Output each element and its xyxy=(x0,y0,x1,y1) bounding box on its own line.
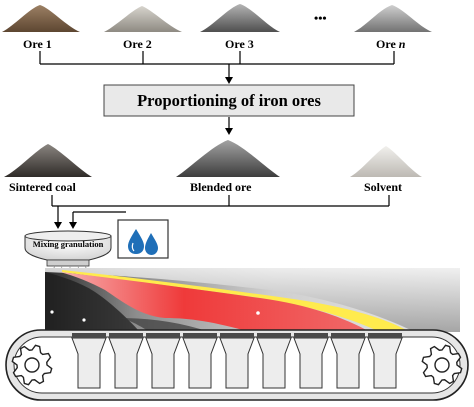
ore-n-label: Ore n xyxy=(376,37,406,51)
ore-pile-n xyxy=(354,5,432,32)
ore-2-label: Ore 2 xyxy=(123,37,152,51)
sintered-coal-label: Sintered coal xyxy=(9,180,76,194)
proportioning-box: Proportioning of iron ores xyxy=(103,84,355,117)
material-connector xyxy=(51,195,390,225)
proportioning-label: Proportioning of iron ores xyxy=(137,91,321,110)
arrow-materials-to-mixer xyxy=(54,222,62,229)
arrow-water-to-mixer xyxy=(69,222,77,229)
ore-connector xyxy=(39,51,395,80)
water-drops-icon xyxy=(128,229,158,255)
arrow-to-box xyxy=(225,77,233,84)
left-gear-icon xyxy=(11,344,53,386)
ore-ellipsis: ••• xyxy=(314,11,327,25)
right-gear-icon xyxy=(421,344,463,386)
arrow-to-blended xyxy=(225,128,233,135)
solvent-pile xyxy=(350,146,422,177)
water-box xyxy=(117,219,169,259)
solvent-label: Solvent xyxy=(364,180,402,194)
ore-3-label: Ore 3 xyxy=(225,37,254,51)
ore-1-label: Ore 1 xyxy=(23,37,52,51)
sintering-conveyor xyxy=(5,329,469,401)
sintered-coal-pile xyxy=(4,144,92,177)
blended-ore-pile xyxy=(176,140,280,177)
sinter-bed xyxy=(45,268,460,332)
ore-pile-1 xyxy=(2,5,80,32)
ore-pile-2 xyxy=(104,6,182,32)
grate-pallets xyxy=(71,333,403,389)
mixing-granulation-drum: Mixing granulation xyxy=(24,230,112,267)
blended-ore-label: Blended ore xyxy=(190,180,252,194)
mixing-granulation-label: Mixing granulation xyxy=(33,239,104,249)
ore-pile-3 xyxy=(200,4,280,32)
